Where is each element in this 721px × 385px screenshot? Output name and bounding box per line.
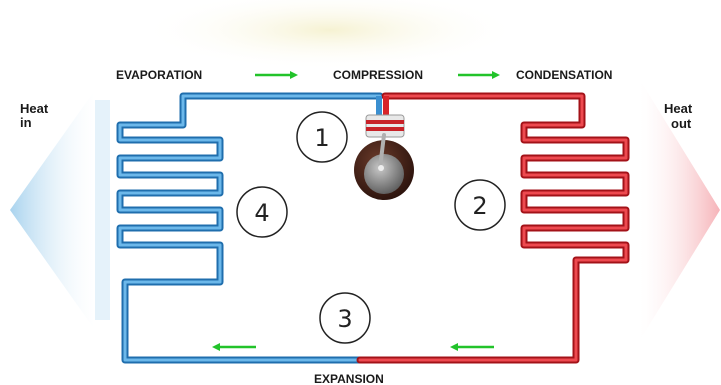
expansion-label: EXPANSION: [314, 372, 384, 385]
top-glow: [140, 0, 520, 70]
evaporator-coil-highlight: [118, 94, 382, 362]
heat-out-label-line1: Heat: [664, 101, 693, 116]
heat-in-label-line2: in: [20, 115, 32, 130]
stage-marker-1: 1: [296, 111, 348, 163]
flow-arrow-bottom-left: [212, 343, 256, 351]
condenser-coil-highlight: [358, 94, 628, 362]
stage-number-2: 2: [472, 192, 487, 220]
stage-marker-3: 3: [319, 292, 371, 344]
compression-label: COMPRESSION: [333, 68, 423, 82]
heat-in-label-line1: Heat: [20, 101, 49, 116]
stage-marker-2: 2: [454, 179, 506, 231]
flow-arrow-comp-to-cond: [458, 71, 500, 79]
stage-number-4: 4: [254, 199, 269, 227]
compressor: [354, 114, 414, 200]
flow-arrow-evap-to-comp: [255, 71, 298, 79]
heat-in-arrow: [10, 90, 95, 330]
stage-marker-4: 4: [236, 186, 288, 238]
evaporation-label: EVAPORATION: [116, 68, 202, 82]
condensation-label: CONDENSATION: [516, 68, 612, 82]
stage-number-1: 1: [314, 124, 329, 152]
heat-in-arrow-body: [95, 100, 110, 320]
heat-out-arrow: [640, 80, 720, 340]
stage-number-3: 3: [337, 305, 352, 333]
heat-out-label-line2: out: [671, 116, 692, 131]
flow-arrow-bottom-right: [450, 343, 494, 351]
